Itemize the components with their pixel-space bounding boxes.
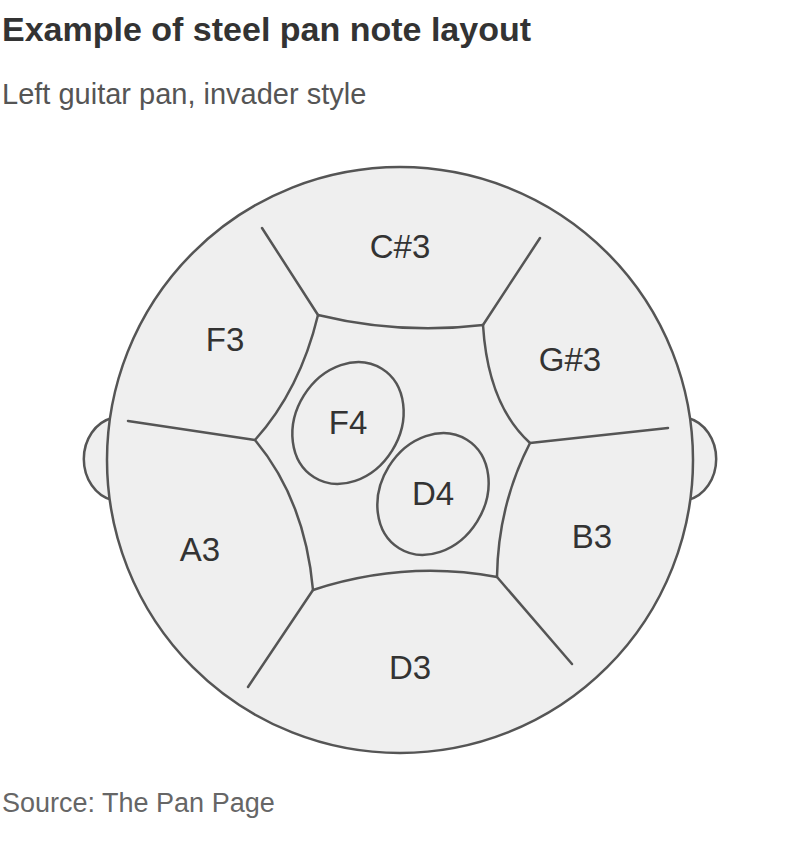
subtitle: Left guitar pan, invader style (2, 78, 366, 111)
note-divider (497, 577, 572, 664)
note-name: A3 (180, 531, 220, 569)
note-name: D4 (412, 475, 454, 513)
pan-rim (107, 167, 693, 753)
note-region: C#3 (364, 224, 437, 270)
note-region: B3 (566, 514, 619, 560)
note-region: A3 (174, 527, 227, 573)
note-divider (483, 238, 540, 325)
note-divider (262, 228, 318, 315)
note-name: F4 (329, 404, 368, 442)
note-name: G#3 (539, 341, 601, 379)
chart-title: Example of steel pan note layout (2, 10, 531, 49)
note-name: D3 (389, 649, 431, 687)
note-divider (248, 590, 313, 687)
note-name: C#3 (370, 228, 431, 266)
note-divider (530, 428, 668, 443)
note-divider (255, 315, 530, 590)
note-name: F3 (206, 321, 245, 359)
note-region: F3 (200, 317, 251, 363)
note-region: D3 (383, 645, 438, 691)
note-oval: F4 (278, 348, 418, 498)
note-name: B3 (572, 518, 612, 556)
note-oval: D4 (363, 419, 503, 569)
note-region: G#3 (533, 337, 608, 383)
note-divider (128, 421, 255, 440)
source-caption: Source: The Pan Page (2, 788, 275, 819)
